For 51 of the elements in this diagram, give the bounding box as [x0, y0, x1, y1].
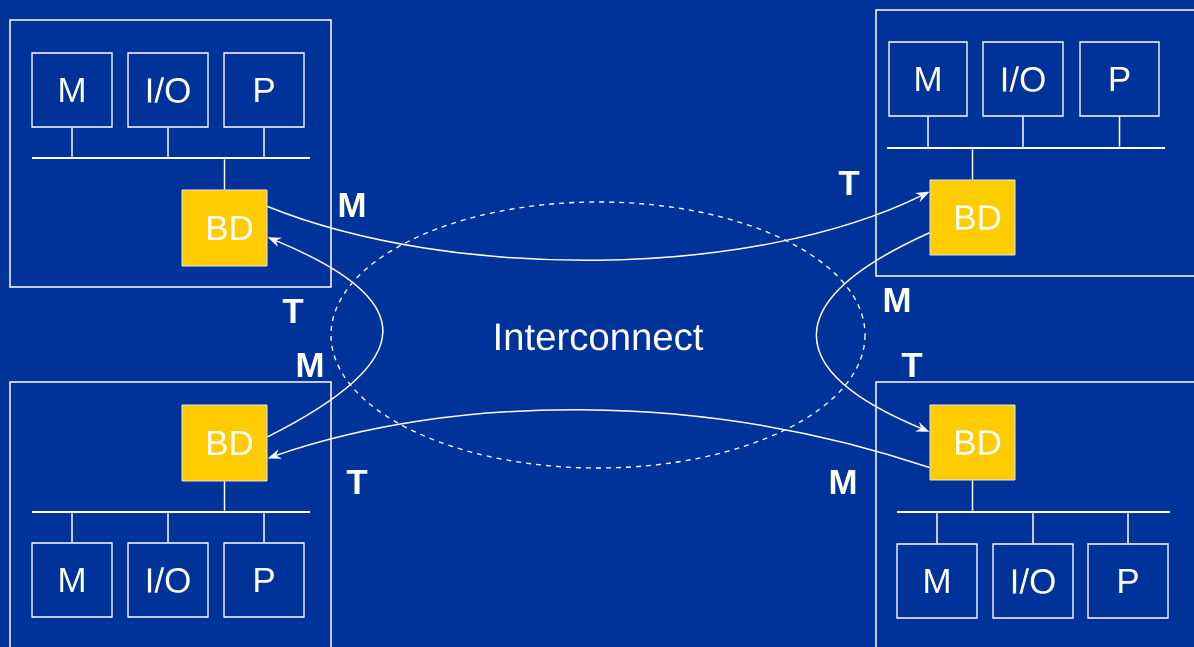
bus-line: [897, 511, 1170, 513]
bus-connector: [1022, 115, 1024, 148]
bus-line: [32, 157, 310, 159]
bus-driver-box: BD: [181, 404, 268, 482]
role-letter: T: [901, 352, 923, 378]
bus-connector: [263, 512, 265, 544]
bus-connector: [971, 148, 974, 181]
component-box: P: [1087, 543, 1169, 619]
component-box: P: [1079, 41, 1160, 117]
bus-connector: [1032, 512, 1034, 545]
arrow: [815, 231, 931, 432]
component-box: M: [31, 52, 113, 128]
component-box: P: [223, 542, 305, 618]
component-box: I/O: [992, 543, 1074, 619]
role-letter: M: [884, 287, 910, 313]
interconnect-label: Interconnect: [496, 323, 704, 351]
bus-driver-box: BD: [181, 189, 268, 267]
bus-connector: [936, 512, 938, 545]
component-box: I/O: [127, 542, 209, 618]
role-letter: T: [838, 170, 860, 196]
system-box: [875, 381, 1194, 647]
role-letter: M: [830, 469, 856, 495]
bus-connector: [971, 479, 974, 512]
bus-line: [32, 511, 310, 513]
bus-connector: [263, 126, 265, 158]
arrow: [266, 237, 384, 438]
role-letter: M: [339, 192, 365, 218]
bus-connector: [167, 126, 169, 158]
system-box: [875, 9, 1194, 277]
bus-connector: [167, 512, 169, 544]
component-box: I/O: [127, 52, 209, 128]
bus-connector: [1118, 115, 1121, 148]
role-letter: T: [282, 298, 304, 324]
bus-driver-box: BD: [929, 179, 1016, 256]
component-box: M: [31, 542, 113, 618]
role-letter: T: [346, 469, 368, 495]
role-letter: M: [297, 352, 323, 378]
bus-connector: [927, 115, 929, 148]
component-box: M: [896, 543, 978, 619]
system-box: [9, 19, 332, 288]
bus-driver-box: BD: [929, 404, 1016, 481]
bus-connector: [223, 158, 226, 191]
bus-connector: [223, 480, 226, 512]
component-box: I/O: [982, 41, 1064, 117]
system-box: [9, 381, 332, 647]
bus-connector: [71, 512, 73, 544]
component-box: M: [888, 41, 968, 117]
component-box: P: [223, 52, 305, 128]
bus-connector: [1127, 512, 1129, 545]
bus-connector: [71, 126, 73, 158]
bus-line: [887, 147, 1165, 149]
